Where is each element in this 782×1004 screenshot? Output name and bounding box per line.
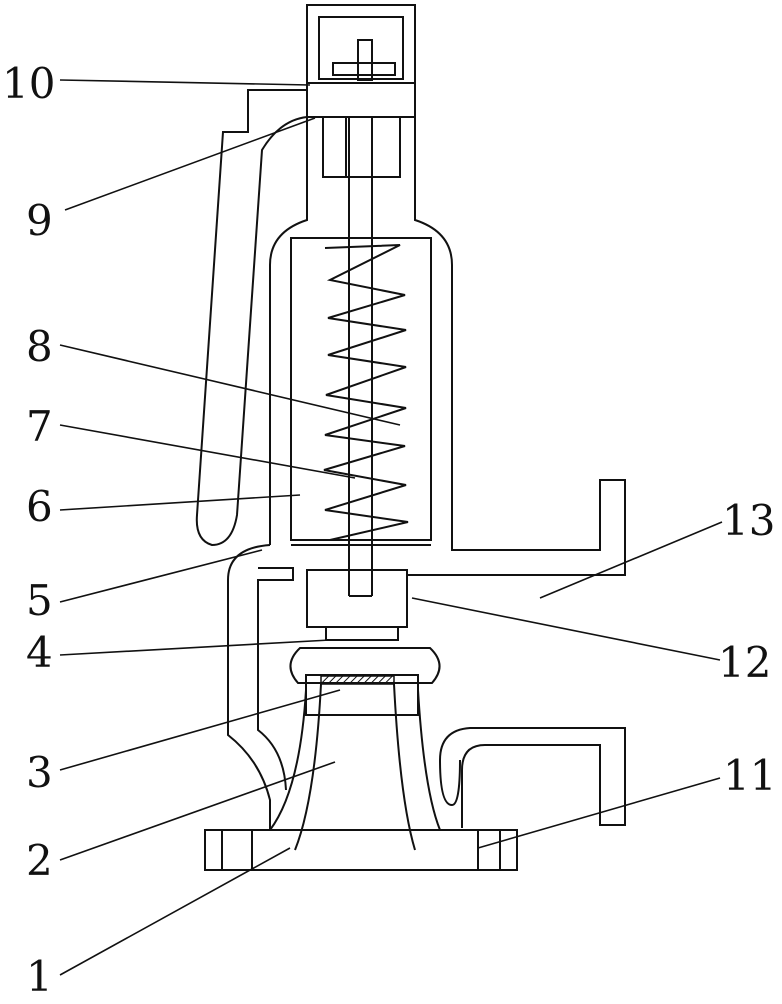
disc-holder [289,569,441,684]
top-cap [306,4,416,118]
label-8: 8 [26,322,53,371]
label-9: 9 [26,196,53,245]
label-2: 2 [26,836,53,885]
label-4: 4 [26,628,53,677]
label-5: 5 [26,576,53,625]
leader-9 [64,117,316,211]
leader-11 [477,777,721,849]
leader-7 [59,424,356,479]
leader-2 [59,761,336,861]
label-11: 11 [723,751,777,800]
guide-sleeve [322,116,401,178]
leader-1 [59,847,291,976]
leader-13 [539,521,723,599]
label-3: 3 [26,748,53,797]
leader-8 [59,344,401,426]
label-7: 7 [26,402,53,451]
leader-10 [59,79,311,86]
valve-stem [348,117,373,597]
label-13: 13 [722,496,776,545]
leader-12 [411,597,721,661]
label-10: 10 [2,59,56,108]
lever [195,89,308,547]
leader-6 [59,494,301,511]
seal-gasket [320,675,395,685]
label-1: 1 [26,952,53,1001]
valve-body [227,544,626,851]
label-6: 6 [26,482,53,531]
leader-4 [59,639,331,656]
base-flange [204,829,518,871]
bonnet [269,117,626,576]
leader-3 [59,689,341,771]
leader-5 [59,549,263,603]
spring [323,244,409,541]
leader-lines [59,79,723,976]
label-12: 12 [718,638,772,687]
